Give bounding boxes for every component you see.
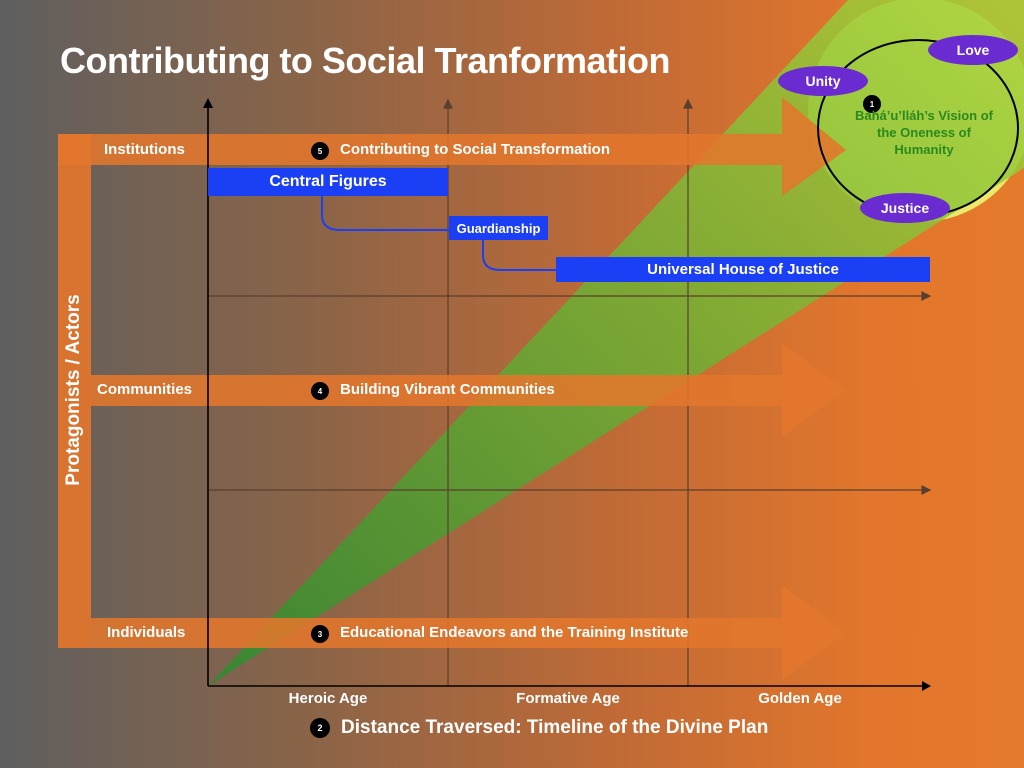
row-arrows bbox=[58, 97, 846, 680]
row-number-badge: 5 bbox=[311, 142, 329, 160]
vision-text: Bahá’u’lláh’s Vision of the Oneness of H… bbox=[855, 108, 993, 157]
guardianship-box: Guardianship bbox=[449, 216, 548, 240]
row-text-institutions: Contributing to Social Transformation bbox=[340, 141, 610, 158]
row-label-communities: Communities bbox=[97, 381, 193, 398]
row-label-individuals: Individuals bbox=[107, 624, 186, 641]
universal-house-of-justice-box: Universal House of Justice bbox=[556, 257, 930, 282]
age-label-formative: Formative Age bbox=[516, 690, 620, 707]
horizontal-axis-title: Distance Traversed: Timeline of the Divi… bbox=[341, 717, 769, 738]
institution-connectors bbox=[321, 196, 557, 271]
justice-pill: Justice bbox=[860, 193, 950, 223]
axis-number-badge: 2 bbox=[310, 718, 330, 738]
green-cone bbox=[208, 0, 1024, 686]
unity-pill: Unity bbox=[778, 66, 868, 96]
row-number-badge: 3 bbox=[311, 625, 329, 643]
axes bbox=[203, 98, 931, 691]
central-figures-box: Central Figures bbox=[208, 168, 448, 196]
age-label-heroic: Heroic Age bbox=[288, 690, 368, 707]
row-text-communities: Building Vibrant Communities bbox=[340, 381, 555, 398]
row-text-individuals: Educational Endeavors and the Training I… bbox=[340, 624, 689, 641]
row-number-badge: 4 bbox=[311, 382, 329, 400]
page-title: Contributing to Social Tranformation bbox=[60, 40, 670, 81]
love-pill: Love bbox=[928, 35, 1018, 65]
actors-bar bbox=[58, 134, 91, 648]
vision-number-badge: 1 bbox=[863, 95, 881, 113]
row-label-institutions: Institutions bbox=[104, 141, 185, 158]
age-label-golden: Golden Age bbox=[758, 690, 842, 707]
vertical-axis-label: Protagonists / Actors bbox=[63, 294, 84, 486]
